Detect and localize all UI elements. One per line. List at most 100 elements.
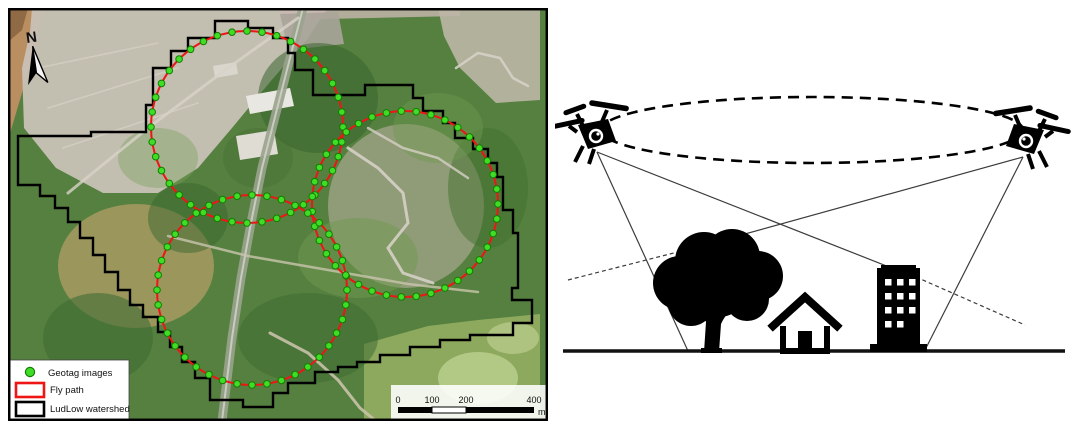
- geotag-dot: [331, 138, 340, 147]
- map-legend: Geotag images Fly path LudLow watershed: [9, 359, 130, 421]
- geotag-dot: [454, 123, 462, 132]
- geotag-dot: [263, 380, 271, 388]
- geotag-dot: [304, 209, 312, 217]
- geotag-dot: [311, 55, 319, 63]
- geotag-dot: [454, 276, 462, 285]
- drone-left-icon: [555, 97, 632, 166]
- road-street-2: [47, 67, 179, 109]
- geotag-dot: [328, 79, 337, 88]
- scale-tick-100: 100: [424, 395, 439, 405]
- scale-unit: m: [538, 407, 546, 417]
- geotag-dot: [320, 179, 329, 188]
- patch-river-dark: [8, 8, 28, 42]
- geotag-dot: [427, 289, 435, 298]
- geotag-dot: [338, 138, 346, 146]
- geotag-dot: [258, 28, 266, 37]
- road-subdivision-road-1: [346, 146, 435, 285]
- geotag-dot: [165, 66, 174, 75]
- patch-fairway-2: [487, 322, 539, 354]
- geotag-dot: [397, 293, 406, 301]
- geotag-dot: [199, 37, 208, 46]
- geotag-dot: [382, 291, 391, 299]
- geotag-dot: [291, 370, 299, 379]
- building-window: [909, 279, 916, 286]
- left-drone-far-edge: [596, 151, 913, 277]
- building-parapet-right: [913, 268, 920, 275]
- geotag-dot: [342, 128, 351, 136]
- geotag-dot: [151, 93, 160, 102]
- building-window: [909, 307, 916, 314]
- watershed-boundary: [16, 19, 534, 409]
- building-windows: [885, 279, 916, 328]
- geotag-dot: [205, 201, 213, 210]
- geotag-dot: [218, 195, 227, 204]
- geotag-dot: [218, 376, 227, 385]
- house-door: [798, 331, 812, 351]
- diagram-svg: [555, 95, 1074, 354]
- geotag-dot: [441, 284, 449, 292]
- tree-base: [701, 348, 722, 353]
- legend-flypath-swatch: [14, 381, 46, 399]
- geotag-dot: [153, 286, 161, 294]
- building-window: [897, 293, 904, 300]
- geotag-dot: [338, 315, 347, 324]
- geotag-dot: [475, 256, 484, 264]
- geotag-dot: [163, 329, 172, 337]
- road-valley-road: [166, 234, 480, 294]
- geotag-dot: [483, 157, 492, 165]
- patch-urban-topleft: [22, 8, 328, 193]
- geotag-dot: [286, 37, 295, 46]
- geotag-dot: [397, 107, 406, 115]
- geotag-dot: [368, 113, 376, 121]
- geotag-dot: [258, 218, 266, 226]
- geotag-dot: [412, 107, 421, 116]
- geotag-dot: [248, 191, 256, 199]
- scale-segment-1: [398, 407, 432, 413]
- fov-dashed-lines: [567, 244, 1026, 326]
- geotag-dot: [489, 170, 498, 179]
- geotag-dot: [334, 93, 343, 102]
- geotag-dot: [157, 256, 166, 265]
- geotag-dot: [277, 195, 286, 204]
- geotag-dot: [354, 119, 363, 128]
- tree-trunk: [683, 282, 745, 352]
- scale-tick-200: 200: [458, 395, 473, 405]
- geotag-dot: [233, 192, 241, 200]
- geotag-dot: [299, 200, 308, 209]
- geotag-dot: [322, 150, 331, 159]
- geotag-dot: [320, 66, 329, 75]
- geotag-dot: [148, 138, 156, 146]
- geotag-dot: [186, 200, 195, 209]
- geotag-dot: [243, 219, 251, 227]
- building-parapet-left: [877, 268, 884, 275]
- geotag-dot: [228, 218, 236, 226]
- geotag-dot: [441, 116, 449, 124]
- patch-glade-3: [393, 93, 483, 163]
- geotag-dot: [315, 163, 324, 172]
- geotag-dot: [368, 287, 376, 295]
- geotag-dot: [205, 370, 213, 379]
- north-label: N: [25, 29, 38, 47]
- patch-forest-5: [448, 128, 528, 248]
- geotag-dot: [147, 123, 155, 131]
- geotag-dot: [154, 301, 162, 309]
- geotag-dot: [382, 109, 391, 117]
- geotag-dot: [181, 353, 189, 362]
- geotag-dot: [151, 152, 160, 161]
- geotag-dot: [233, 380, 241, 388]
- tree-canopy: [653, 229, 783, 326]
- geotag-dot: [154, 271, 162, 279]
- geotag-dot: [338, 256, 347, 265]
- geotag-dot: [412, 292, 421, 301]
- building-icon: [870, 265, 927, 352]
- north-arrow-left-half: [28, 46, 37, 86]
- geotag-dot: [338, 108, 346, 116]
- geotag-dot: [248, 381, 256, 389]
- building-window: [885, 307, 892, 314]
- geotag-dot: [354, 280, 363, 289]
- scale-bar-background: [391, 385, 546, 419]
- geotag-dot: [493, 185, 501, 193]
- geotag-dot: [291, 201, 299, 210]
- geotag-dot: [310, 177, 319, 186]
